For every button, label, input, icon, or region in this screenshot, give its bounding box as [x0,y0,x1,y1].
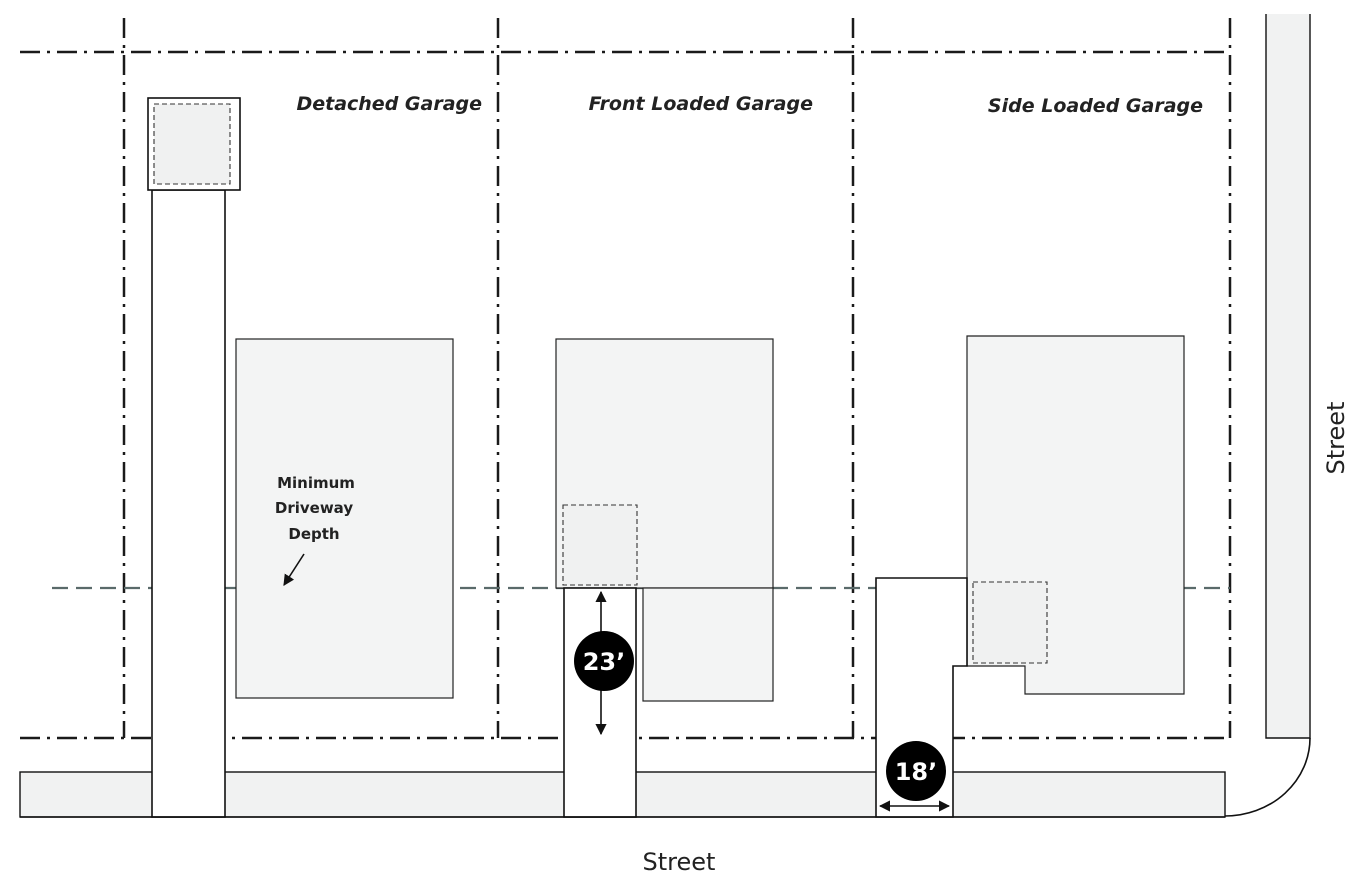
min-driveway-pointer [283,553,305,586]
lot-front-loaded-garage [555,338,774,818]
detached-lot-house [235,338,454,699]
front-driveway [563,587,637,818]
street-label-right: Street [1322,402,1350,475]
badge-18ft-circle [886,741,946,801]
front-loaded-garage [562,504,638,586]
lot-title-detached: Detached Garage [296,93,482,115]
front-lot-house-front [642,587,774,702]
badge-23ft-text: 23’ [583,648,626,676]
lot-detached-garage [147,97,454,818]
detached-driveway [151,189,226,818]
badge-23ft: 23’ [574,631,634,691]
badge-18ft: 18’ [886,741,946,801]
badge-18ft-text: 18’ [895,758,938,786]
min-driveway-line2: Driveway [275,499,353,517]
street-label-bottom: Street [643,848,716,876]
lot-title-side: Side Loaded Garage [988,95,1203,117]
badge-23ft-circle [574,631,634,691]
min-driveway-annotation: Minimum Driveway Depth [275,474,355,586]
min-driveway-line1: Minimum [277,474,355,492]
detached-garage [153,103,231,185]
right-street-strip [1224,14,1311,817]
lot-title-front: Front Loaded Garage [589,93,813,115]
min-driveway-line3: Depth [288,525,339,543]
side-loaded-garage [972,581,1048,664]
